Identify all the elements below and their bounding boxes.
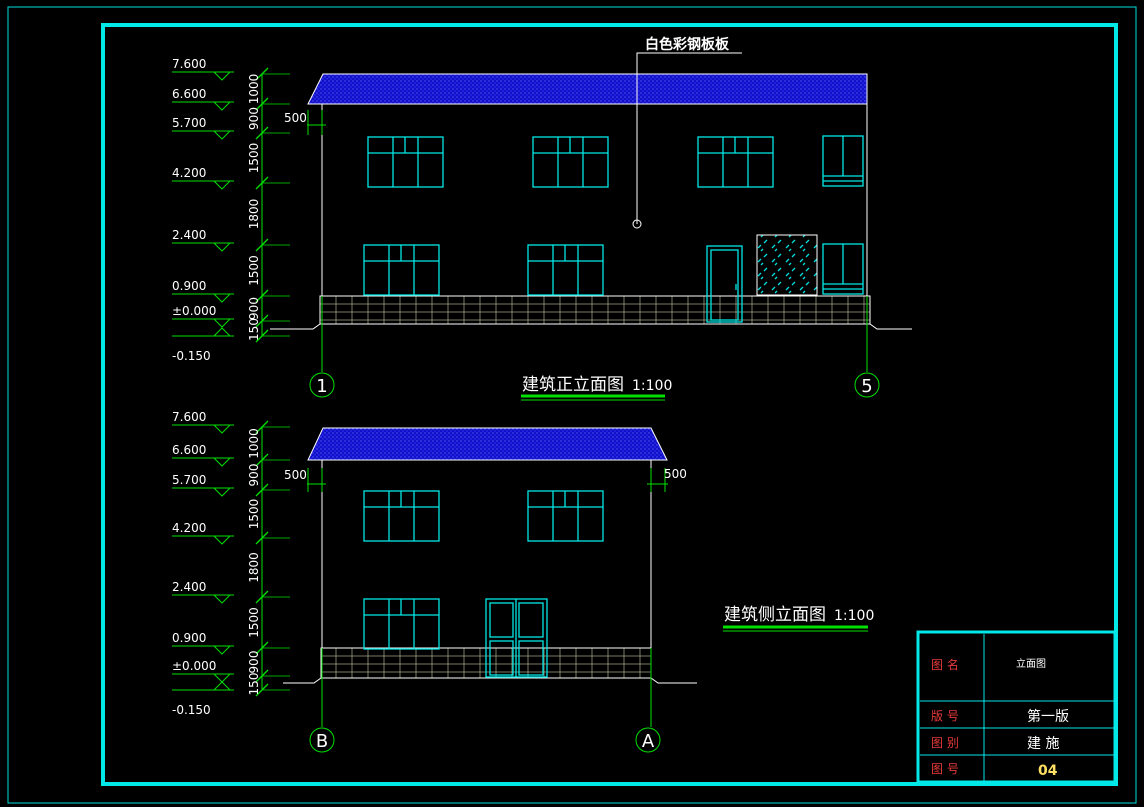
- dim-value: 1500: [247, 143, 261, 174]
- front-lower-windows: [363, 243, 864, 296]
- side-eave-dim-left: 500: [284, 468, 307, 482]
- dim-value: 1000: [247, 428, 261, 459]
- inner-border: [101, 23, 1118, 786]
- dim-value: 1500: [247, 255, 261, 286]
- level-label: -0.150: [172, 349, 211, 363]
- dim-value: 150: [247, 673, 261, 696]
- level-triangle: [213, 293, 232, 303]
- roof-material-label: 白色彩钢板板: [645, 36, 730, 53]
- title-block-value-category: 建 施: [1027, 736, 1059, 752]
- level-triangle: [213, 318, 232, 328]
- title-block-label-name: 图 名: [931, 657, 959, 672]
- level-triangle: [213, 673, 232, 683]
- side-windows: [363, 490, 604, 650]
- level-triangle: [213, 180, 232, 190]
- side-level-markers: 7.600 6.600 5.700 4.200 2.400 0.900 ±0.000 -0.1…: [172, 410, 290, 717]
- dim-value: 1800: [247, 199, 261, 230]
- level-triangle: [213, 327, 232, 337]
- side-axis-left: B: [316, 731, 328, 752]
- front-eave-dim: [307, 110, 326, 135]
- level-label: ±0.000: [172, 659, 216, 673]
- title-block-label-number: 图 号: [931, 762, 959, 776]
- front-axes: [309, 296, 880, 398]
- dim-value: 150: [247, 318, 261, 341]
- front-glass-panel: [756, 234, 818, 296]
- level-label: 6.600: [172, 87, 206, 101]
- side-axes: [309, 648, 661, 753]
- title-block-label-category: 图 别: [931, 736, 959, 750]
- side-eave-dim-right: 500: [664, 467, 687, 481]
- dim-value: 1000: [247, 74, 261, 105]
- level-triangle: [213, 242, 232, 252]
- roof-leader: [632, 52, 742, 229]
- front-axis-left: 1: [316, 376, 327, 397]
- side-roof: [307, 427, 668, 461]
- dim-value: 900: [247, 464, 261, 487]
- dim-value: 1800: [247, 552, 261, 583]
- title-block: 图 名 立面图 版 号 第一版 图 别 建 施 图 号 04: [916, 630, 1117, 784]
- outer-border: [7, 6, 1137, 804]
- title-block-value-name: 立面图: [1016, 657, 1046, 670]
- title-block-label-version: 版 号: [931, 709, 959, 723]
- front-upper-windows: [367, 135, 864, 188]
- side-ground-line: [283, 677, 697, 684]
- level-triangle: [213, 487, 232, 497]
- level-label: 2.400: [172, 228, 206, 242]
- front-level-markers: 7.600 6.600 5.700 4.200 2.400 0.900 ±0.000 -0.1…: [172, 57, 290, 363]
- front-axis-right: 5: [861, 376, 872, 397]
- level-triangle: [213, 71, 232, 81]
- level-label: 0.900: [172, 631, 206, 645]
- level-triangle: [213, 645, 232, 655]
- dim-value: 1500: [247, 607, 261, 638]
- level-triangle: [213, 130, 232, 140]
- level-label: 2.400: [172, 580, 206, 594]
- level-label: ±0.000: [172, 304, 216, 318]
- title-block-value-number: 04: [1038, 763, 1058, 779]
- front-base-tiles: [319, 295, 871, 325]
- front-door: [706, 245, 743, 323]
- level-triangle: [213, 457, 232, 467]
- level-label: 5.700: [172, 116, 206, 130]
- level-label: 4.200: [172, 521, 206, 535]
- dim-value: 900: [247, 107, 261, 130]
- side-door: [485, 598, 548, 678]
- level-label: -0.150: [172, 703, 211, 717]
- title-block-value-version: 第一版: [1027, 708, 1069, 725]
- level-triangle: [213, 681, 232, 691]
- level-label: 7.600: [172, 410, 206, 424]
- side-axis-right: A: [642, 731, 655, 752]
- dim-value: 900: [247, 297, 261, 320]
- front-ground-line: [270, 323, 912, 330]
- level-triangle: [213, 535, 232, 545]
- level-label: 7.600: [172, 57, 206, 71]
- level-triangle: [213, 424, 232, 434]
- dim-value: 900: [247, 651, 261, 674]
- level-triangle: [213, 101, 232, 111]
- level-label: 4.200: [172, 166, 206, 180]
- level-triangle: [213, 594, 232, 604]
- front-roof: [307, 73, 868, 105]
- level-label: 6.600: [172, 443, 206, 457]
- level-label: 5.700: [172, 473, 206, 487]
- side-eave-dims: [307, 468, 668, 492]
- dim-value: 1500: [247, 499, 261, 530]
- level-label: 0.900: [172, 279, 206, 293]
- front-eave-dim-text: 500: [284, 111, 307, 125]
